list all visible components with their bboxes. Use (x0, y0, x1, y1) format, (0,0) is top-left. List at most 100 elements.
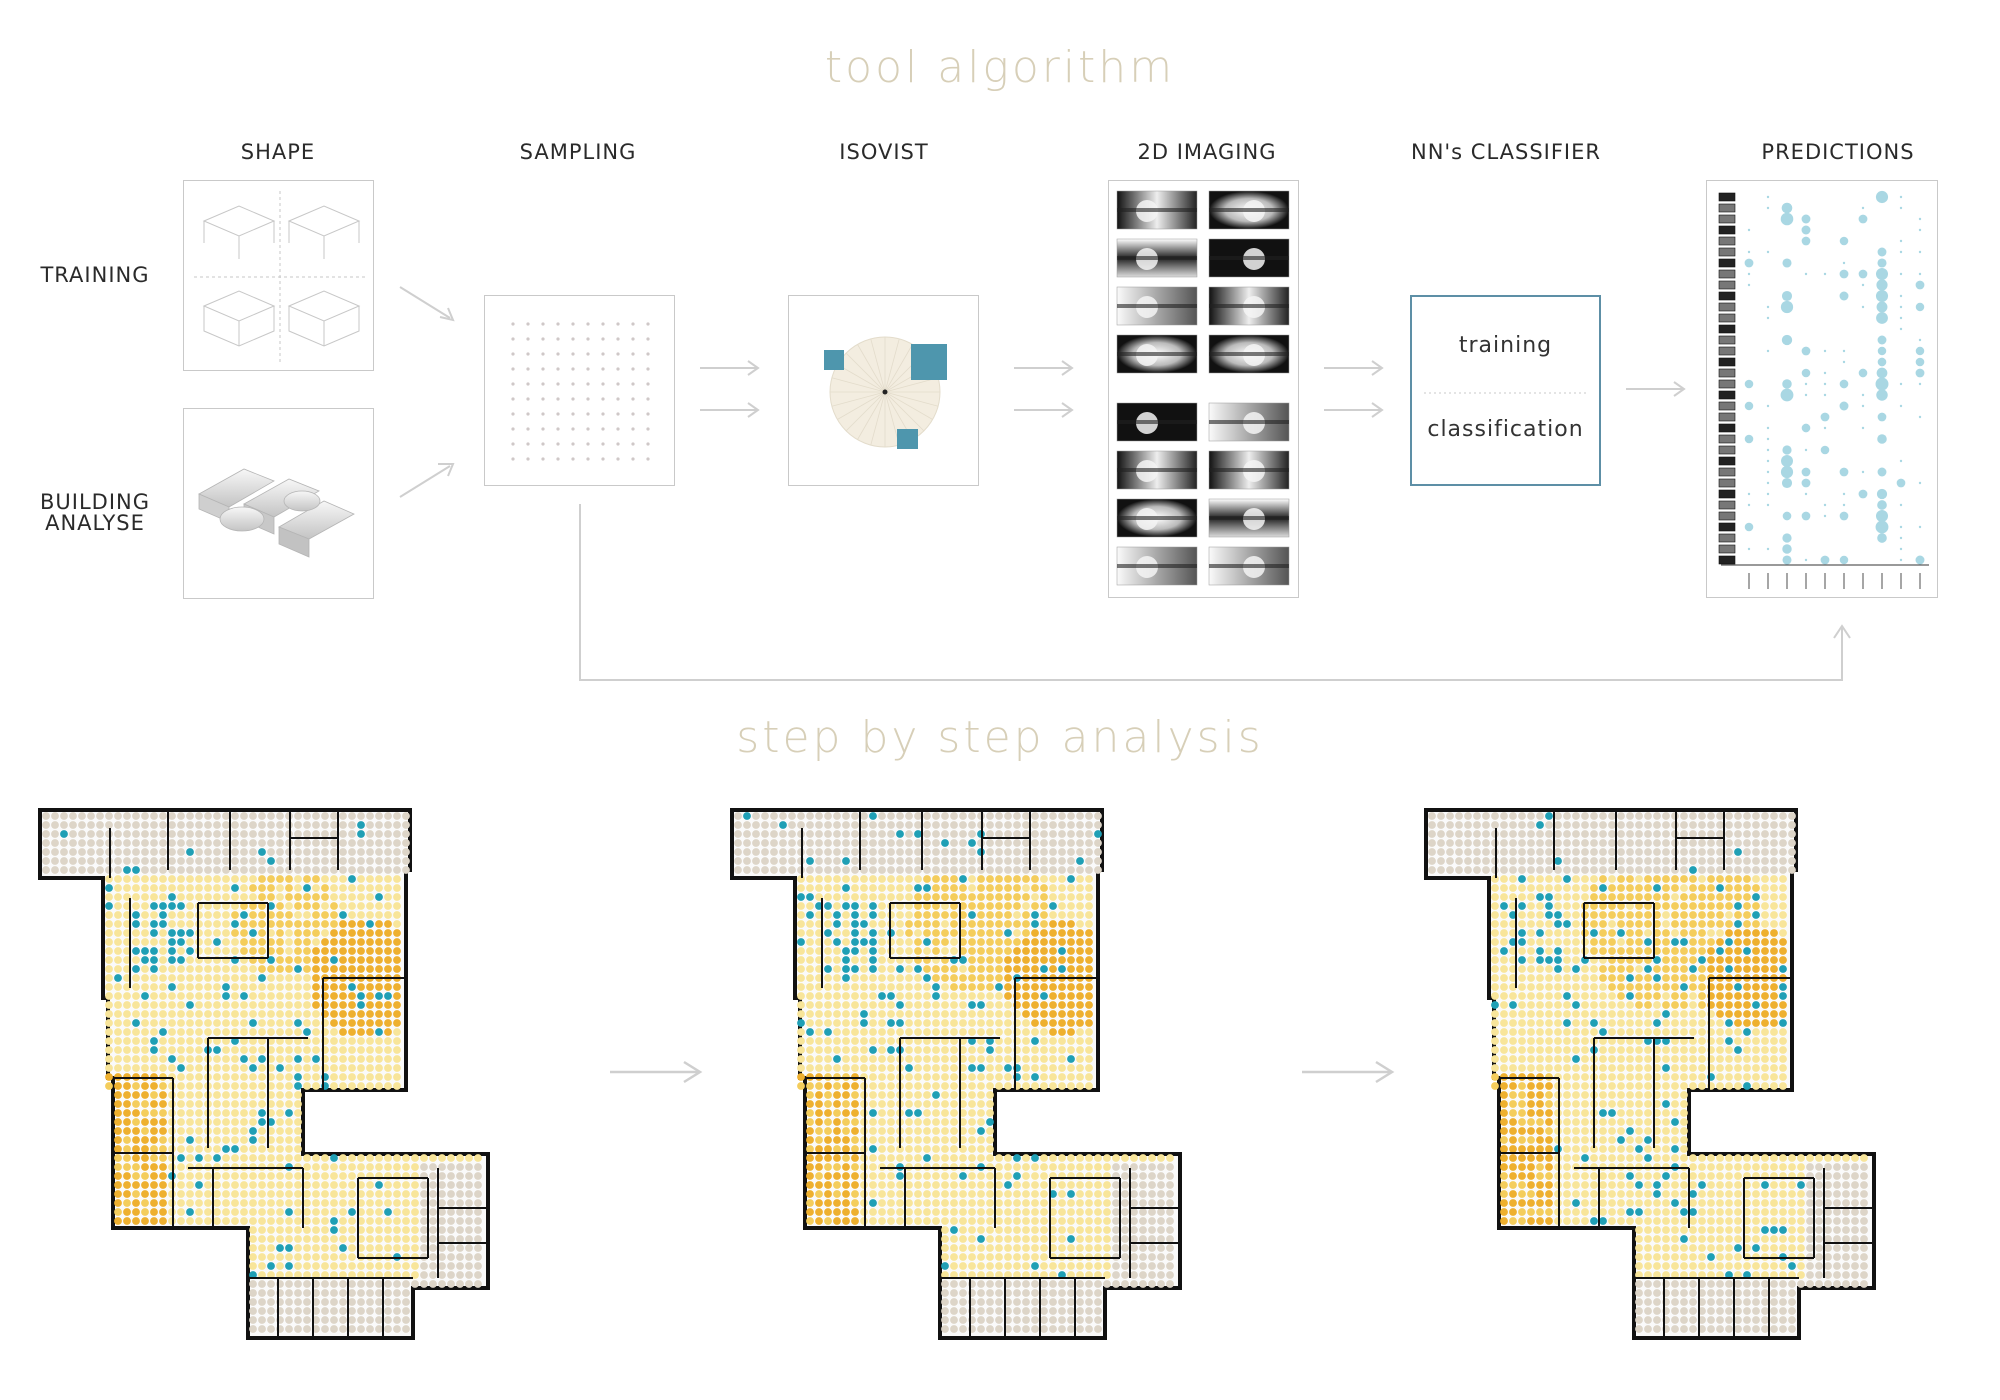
plan-sample-dot (366, 929, 374, 937)
plan-sample-dot (141, 821, 149, 829)
plan-sample-dot (1022, 839, 1030, 847)
prediction-bubble (1839, 401, 1849, 411)
plan-sample-dot (312, 875, 320, 883)
plan-sample-dot (213, 1154, 221, 1162)
plan-sample-dot (842, 1091, 850, 1099)
plan-sample-dot (1509, 1019, 1517, 1027)
plan-sample-dot (932, 839, 940, 847)
plan-sample-dot (1004, 938, 1012, 946)
plan-sample-dot (402, 839, 410, 847)
plan-sample-dot (42, 812, 50, 820)
plan-sample-dot (824, 965, 832, 973)
plan-sample-dot (1680, 938, 1688, 946)
plan-sample-dot (213, 812, 221, 820)
plan-sample-dot (150, 947, 158, 955)
plan-sample-dot (887, 1064, 895, 1072)
plan-sample-dot (968, 983, 976, 991)
plan-sample-dot (824, 884, 832, 892)
plan-sample-dot (1644, 830, 1652, 838)
plan-sample-dot (905, 1064, 913, 1072)
prediction-bubble (1915, 555, 1925, 565)
plan-sample-dot (393, 1271, 401, 1279)
plan-sample-dot (312, 1226, 320, 1234)
plan-sample-dot (1031, 1307, 1039, 1315)
plan-sample-dot (411, 1181, 419, 1189)
plan-sample-dot (258, 1181, 266, 1189)
plan-sample-dot (258, 1298, 266, 1306)
plan-sample-dot (366, 857, 374, 865)
plan-sample-dot (1734, 947, 1742, 955)
plan-sample-dot (1653, 830, 1661, 838)
plan-sample-dot (959, 974, 967, 982)
plan-sample-dot (824, 920, 832, 928)
plan-sample-dot (1085, 839, 1093, 847)
plan-sample-dot (222, 839, 230, 847)
plan-sample-dot (941, 992, 949, 1000)
plan-sample-dot (1013, 830, 1021, 838)
plan-sample-dot (788, 812, 796, 820)
plan-sample-dot (159, 920, 167, 928)
plan-sample-dot (869, 866, 877, 874)
plan-sample-dot (474, 1235, 482, 1243)
plan-sample-dot (1004, 1082, 1012, 1090)
plan-sample-dot (393, 920, 401, 928)
depth-image-horizon (1117, 516, 1197, 520)
plan-sample-dot (860, 1001, 868, 1009)
plan-sample-dot (986, 1037, 994, 1045)
plan-sample-dot (1067, 1235, 1075, 1243)
plan-sample-dot (950, 1316, 958, 1324)
plan-sample-dot (1022, 983, 1030, 991)
plan-sample-dot (321, 1271, 329, 1279)
plan-sample-dot (1067, 875, 1075, 883)
plan-sample-dot (312, 1019, 320, 1027)
plan-sample-dot (923, 1001, 931, 1009)
plan-sample-dot (348, 965, 356, 973)
plan-sample-dot (959, 893, 967, 901)
plan-sample-dot (204, 848, 212, 856)
plan-sample-dot (222, 1208, 230, 1216)
prediction-bubble (1766, 195, 1770, 199)
prediction-row-thumbnail (1718, 412, 1736, 422)
plan-sample-dot (878, 848, 886, 856)
plan-sample-dot (1734, 875, 1742, 883)
plan-sample-dot (87, 821, 95, 829)
plan-sample-dot (1022, 812, 1030, 820)
plan-sample-dot (114, 1046, 122, 1054)
plan-sample-dot (240, 1064, 248, 1072)
plan-sample-dot (258, 893, 266, 901)
plan-sample-dot (986, 1172, 994, 1180)
plan-sample-dot (60, 830, 68, 838)
plan-sample-dot (833, 1181, 841, 1189)
plan-sample-dot (833, 1091, 841, 1099)
plan-sample-dot (1085, 1199, 1093, 1207)
plan-sample-dot (914, 1001, 922, 1009)
plan-sample-dot (824, 938, 832, 946)
plan-sample-dot (1031, 920, 1039, 928)
plan-sample-dot (1067, 1271, 1075, 1279)
plan-sample-dot (339, 1280, 347, 1288)
plan-sample-dot (1635, 992, 1643, 1000)
plan-sample-dot (1500, 875, 1508, 883)
plan-sample-dot (1500, 920, 1508, 928)
plan-sample-dot (348, 1289, 356, 1297)
plan-sample-dot (150, 1046, 158, 1054)
plan-sample-dot (1022, 1163, 1030, 1171)
plan-sample-dot (986, 1307, 994, 1315)
plan-sample-dot (177, 1136, 185, 1144)
plan-sample-dot (1491, 938, 1499, 946)
plan-sample-dot (330, 1082, 338, 1090)
plan-sample-dot (878, 938, 886, 946)
plan-sample-dot (1725, 848, 1733, 856)
plan-sample-dot (833, 920, 841, 928)
plan-sample-dot (150, 1145, 158, 1153)
prediction-bubble (1801, 478, 1811, 488)
plan-sample-dot (231, 1037, 239, 1045)
plan-sample-dot (1734, 830, 1742, 838)
sample-point (526, 457, 530, 461)
plan-sample-dot (1716, 884, 1724, 892)
plan-sample-dot (177, 1001, 185, 1009)
plan-sample-dot (878, 911, 886, 919)
plan-sample-dot (105, 992, 113, 1000)
plan-sample-dot (1022, 1235, 1030, 1243)
plan-sample-dot (1076, 875, 1084, 883)
